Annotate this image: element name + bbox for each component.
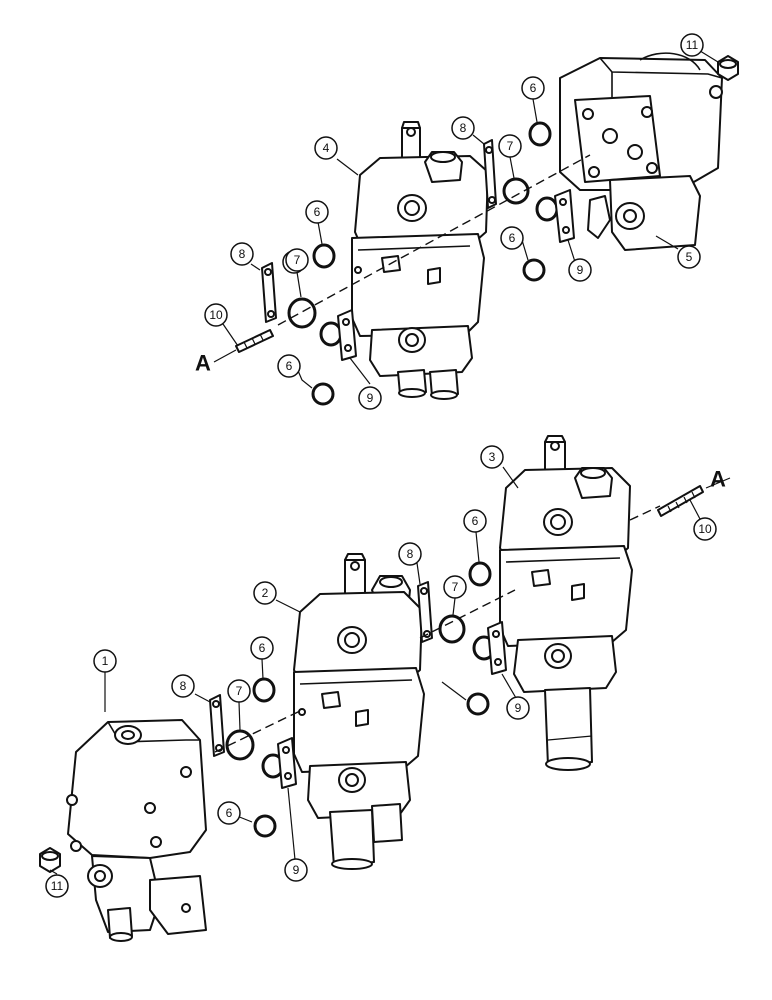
svg-text:6: 6: [472, 514, 479, 528]
svg-text:8: 8: [180, 679, 187, 693]
callout-1: 1: [93, 649, 117, 673]
svg-text:6: 6: [226, 806, 233, 820]
callout-9: 9: [358, 386, 382, 410]
callout-8: 8: [451, 116, 475, 140]
upper-seals: [235, 55, 739, 406]
svg-text:3: 3: [489, 450, 496, 464]
callout-4: 4: [314, 136, 338, 160]
svg-text:7: 7: [294, 253, 301, 267]
callout-6: 6: [277, 354, 301, 378]
callout-8: 8: [398, 542, 422, 566]
callout-7: 7: [443, 575, 467, 599]
svg-text:9: 9: [577, 263, 584, 277]
callout-6: 6: [305, 200, 329, 224]
callout-2: 2: [253, 581, 277, 605]
svg-text:10: 10: [698, 522, 712, 536]
valve-section-part-2: [293, 553, 425, 870]
callout-6: 6: [217, 801, 241, 825]
callout-7: 7: [227, 679, 251, 703]
callout-8: 8: [230, 242, 254, 266]
end-cover-part-5: [559, 52, 723, 251]
lower-seals: [39, 485, 704, 873]
svg-text:5: 5: [686, 250, 693, 264]
callout-7: 7: [498, 134, 522, 158]
reference-letter-a-upper: A: [195, 351, 211, 376]
svg-text:9: 9: [515, 701, 522, 715]
callout-5: 5: [677, 245, 701, 269]
svg-text:6: 6: [286, 359, 293, 373]
callout-10: 10: [693, 517, 717, 541]
callout-6: 6: [463, 509, 487, 533]
svg-text:11: 11: [51, 879, 64, 893]
svg-text:10: 10: [209, 308, 223, 322]
callout-11: 11: [45, 874, 69, 898]
valve-section-part-3: [499, 435, 633, 771]
reference-letter-a-lower: A: [710, 467, 726, 492]
svg-text:9: 9: [367, 391, 374, 405]
svg-text:6: 6: [314, 205, 321, 219]
valve-section-part-4: [351, 121, 489, 400]
svg-text:8: 8: [239, 247, 246, 261]
svg-text:9: 9: [293, 863, 300, 877]
svg-text:7: 7: [452, 580, 459, 594]
svg-text:6: 6: [259, 641, 266, 655]
svg-text:7: 7: [236, 684, 243, 698]
svg-text:4: 4: [323, 141, 330, 155]
leader-lines: [49, 45, 731, 875]
callout-6: 6: [500, 226, 524, 250]
svg-text:1: 1: [102, 654, 109, 668]
callout-6: 6: [250, 636, 274, 660]
callout-9: 9: [284, 858, 308, 882]
callout-6: 6: [521, 76, 545, 100]
svg-text:8: 8: [407, 547, 414, 561]
svg-text:6: 6: [509, 231, 516, 245]
inlet-cover-part-1: [66, 719, 207, 942]
callout-9: 9: [568, 258, 592, 282]
svg-text:6: 6: [530, 81, 537, 95]
callout-7: 7: [285, 248, 309, 272]
callout-9: 9: [506, 696, 530, 720]
svg-text:8: 8: [460, 121, 467, 135]
callout-3: 3: [480, 445, 504, 469]
svg-text:2: 2: [262, 586, 269, 600]
svg-text:7: 7: [507, 139, 514, 153]
callout-11: 11: [680, 33, 704, 57]
callout-10: 10: [204, 303, 228, 327]
callout-8: 8: [171, 674, 195, 698]
svg-text:11: 11: [686, 38, 699, 52]
